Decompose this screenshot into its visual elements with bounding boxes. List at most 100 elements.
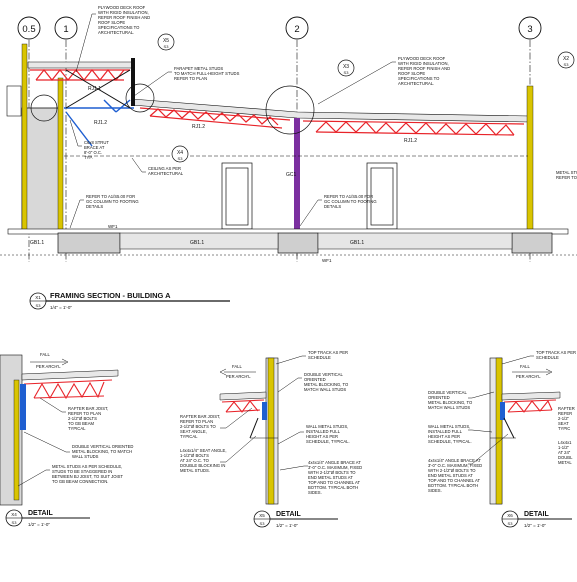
note-line: 3'-0" O.C. MAXIMUM, FIXED [428, 463, 482, 468]
note-line: WALL METAL STUDS, [306, 424, 348, 429]
note-line: SCHEDULE, TYPICAL. [306, 439, 350, 444]
note-line: METAL BLOCKING, TO MATCH [72, 449, 132, 454]
note-line: DOUBL [558, 455, 573, 460]
beam-label-0: GB1.1 [30, 240, 44, 246]
strut-braces [65, 69, 131, 109]
note-line: METAL STUDS [556, 170, 577, 175]
note-line: MATCH WALL STUDS [304, 387, 346, 392]
x4-arch-label: PER ARCH'L [36, 364, 61, 369]
note-line: METAL STUDS. [180, 468, 210, 473]
note-line: 1-1/2"Ø BOLTS [180, 453, 209, 458]
callout-num-1: X4 [177, 150, 183, 156]
section-tag-number: X1 [35, 295, 41, 300]
note-line: RAFTER [558, 406, 575, 411]
note-line: GC COLUMN TO FOOTING [324, 199, 377, 204]
callout-sheet-3: S3 [564, 62, 570, 67]
note-line: STUDS TO BE STAGGERED IN [52, 469, 112, 474]
note-line: PLYWOOD DECK ROOF [98, 5, 146, 10]
note-line: 1-1/2" [558, 445, 570, 450]
note-line: ROOF SLOPE [398, 71, 425, 76]
note-line: DETAILS [324, 204, 341, 209]
note-line: DOUBLE VERTICAL [428, 390, 467, 395]
note-line: INSTALLED FULL [428, 429, 463, 434]
note-line: TYPIC [558, 426, 570, 431]
detail-callouts [30, 33, 575, 163]
note-line: REFER [558, 411, 572, 416]
note-line: WALL METAL STUDS, [428, 424, 470, 429]
grid-label-2: 2 [294, 24, 299, 35]
note-line: TYPICAL [180, 434, 198, 439]
x4-tag-sheet: S3 [12, 520, 18, 525]
x6-tag-number: X6 [507, 513, 513, 518]
note-line: BOTTOM. TYPICAL BOTH [428, 483, 478, 488]
grid-label-3: 3 [527, 24, 532, 35]
note-line: ARCHITECTURAL. [398, 81, 434, 86]
section-title [29, 292, 230, 310]
note-line: AT 24" [558, 450, 571, 455]
note-line: PLYWOOD DECK ROOF [398, 56, 446, 61]
note-line: L4x4x1 [558, 440, 572, 445]
note-line: REFER TO [556, 175, 577, 180]
note-line: REFER TO PLAN [180, 419, 213, 424]
x5-arch-label: PER ARCH'L [226, 374, 251, 379]
note-line: REFER TO A1/S5.00 FOR [324, 194, 373, 199]
note-line: DOUBLE VERTICAL ORIENTED [72, 444, 133, 449]
note-line: DOUBLE VERTICAL [304, 372, 343, 377]
joist-label-2: RJ1.2 [192, 124, 205, 130]
x6-fall-label: FALL [520, 364, 530, 369]
grid-label-0: 0.5 [22, 24, 35, 35]
note-line: SIDES. [308, 490, 322, 495]
note-line: TO GB BEAM [68, 421, 94, 426]
x4-note-2: METAL STUDS AS PER SCHEDULE,STUDS TO BE … [52, 464, 123, 484]
note-line: 2-1/2"Ø BOLTS [68, 416, 97, 421]
note-line: RAFTER BAR JOIST, [68, 406, 108, 411]
note-line: REFER TO PLAN [174, 76, 207, 81]
note-line: WITH RIGID INSULATION, [398, 61, 449, 66]
note-line: SCHEDULE [536, 355, 559, 360]
note-line: SEAT ANGLE, [180, 429, 207, 434]
grid-lines [28, 40, 531, 262]
grid-bubbles [17, 16, 542, 40]
note-line: SEAT [558, 421, 569, 426]
callout-sheet-1: S3 [178, 156, 184, 161]
note-line: SCHEDULE, TYPICAL. [428, 439, 472, 444]
note-line: SPECIFICATIONS TO [398, 76, 440, 81]
note-line: METAL BLOCKING, TO [428, 400, 473, 405]
note-line: ARCHITECTURAL [148, 171, 184, 176]
callout-num-2: X3 [343, 64, 349, 70]
note-line: INSTALLED FULL [306, 429, 341, 434]
callout-num-3: X2 [563, 56, 569, 62]
note-line: ORIENTED [428, 395, 450, 400]
joist-label-1: RJ1.2 [94, 120, 107, 126]
note-line: CEILING AS PER [148, 166, 181, 171]
beam-label-2: GB1.1 [350, 240, 364, 246]
x4-scale: 1/2" = 1'-0" [28, 522, 50, 527]
column-label: GC1 [286, 172, 297, 178]
framing-section: 0.5 1 2 3 [0, 5, 577, 310]
note-line: SPECIFICATIONS TO [98, 25, 140, 30]
note-line: REFER TO PLAN [68, 411, 101, 416]
callout-sheet-2: S3 [344, 70, 350, 75]
note-line: ORIENTED [304, 377, 326, 382]
foundation [0, 228, 577, 256]
note-line: HEIGHT AS PER [306, 434, 338, 439]
note-line: WITH 2-1/2"Ø BOLTS TO [428, 468, 476, 473]
grid-label-1: 1 [63, 24, 68, 35]
note-line: WITH RIGID INSULATION, [98, 10, 149, 15]
x4-fall-label: FALL [40, 352, 50, 357]
note-line: RAFTER BAR JOIST, [180, 414, 220, 419]
